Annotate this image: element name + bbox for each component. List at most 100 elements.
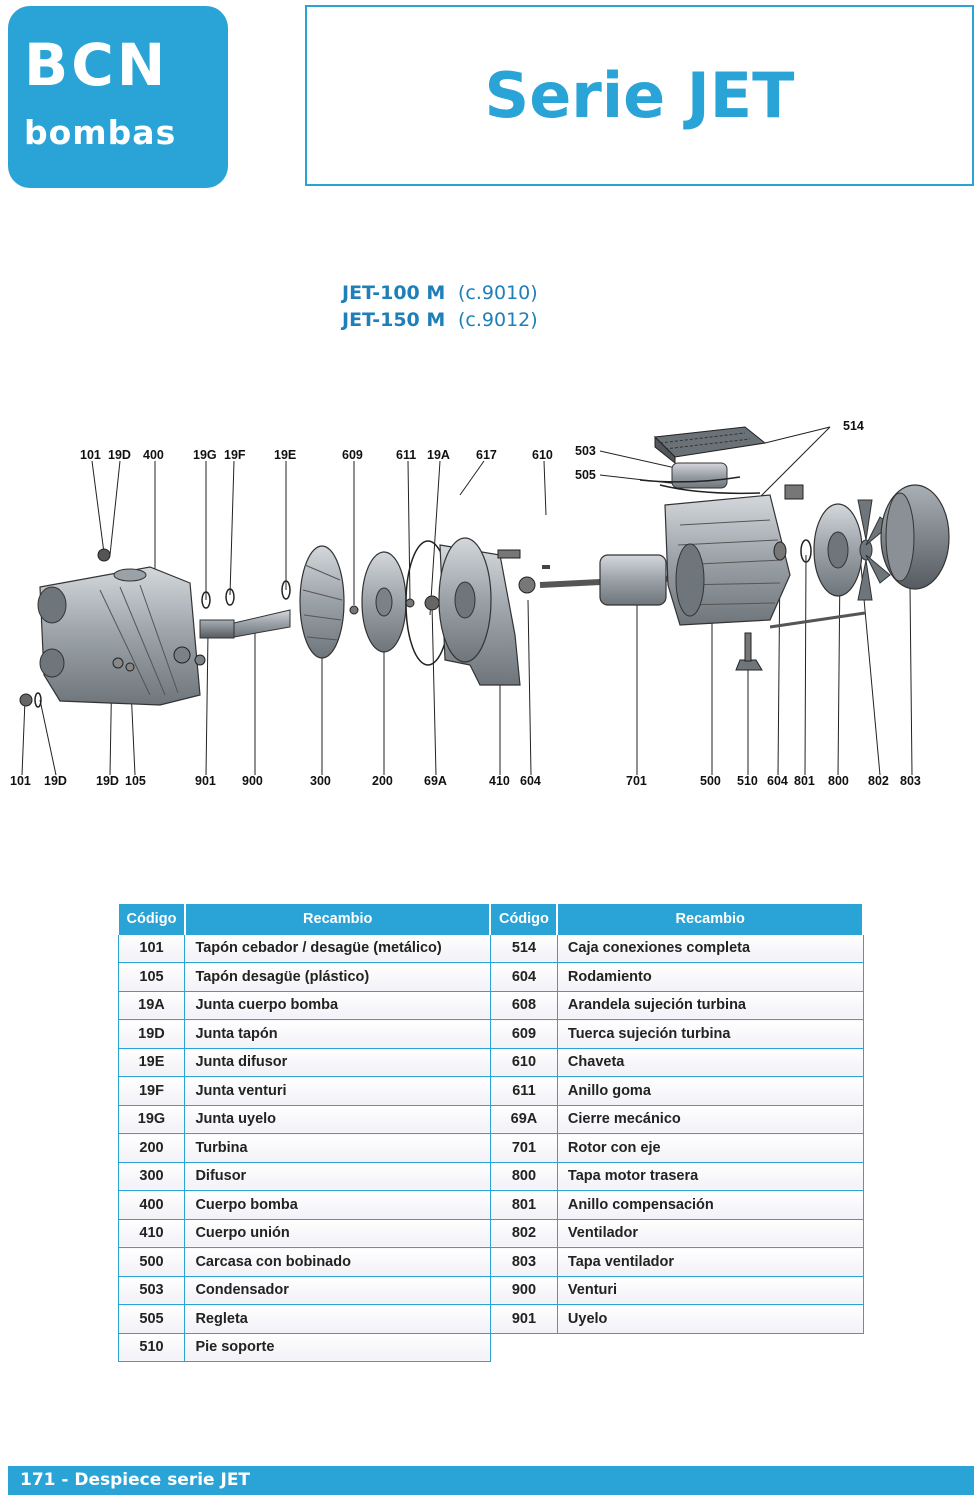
part-code: 300 <box>117 1161 186 1191</box>
part-label: 701 <box>626 774 647 788</box>
part-name: Pie soporte <box>184 1332 491 1362</box>
part-label: 514 <box>843 419 864 433</box>
part-code: 610 <box>489 1047 558 1077</box>
table-row: 19E Junta difusor 610 Chaveta <box>117 1047 864 1077</box>
part-code: 604 <box>489 962 558 992</box>
empty-cell <box>490 1333 557 1362</box>
fan-cover-803 <box>880 484 950 590</box>
part-name: Difusor <box>184 1161 491 1191</box>
part-label: 19E <box>274 448 296 462</box>
model-row: JET-150 M (c.9012) <box>342 307 538 334</box>
support-foot-510 <box>735 611 866 671</box>
part-name: Chaveta <box>556 1047 864 1077</box>
part-code: 609 <box>489 1019 558 1049</box>
part-name: Anillo goma <box>556 1076 864 1106</box>
part-label: 801 <box>794 774 815 788</box>
part-code: 803 <box>489 1247 558 1277</box>
table-row: 300 Difusor 800 Tapa motor trasera <box>117 1161 864 1191</box>
part-name: Turbina <box>184 1133 491 1163</box>
table-row: 19F Junta venturi 611 Anillo goma <box>117 1076 864 1106</box>
part-name: Junta difusor <box>184 1047 491 1077</box>
part-code: 19E <box>117 1047 186 1077</box>
key-610 <box>542 565 550 569</box>
part-label: 19D <box>96 774 119 788</box>
model-list: JET-100 M (c.9010) JET-150 M (c.9012) <box>342 280 538 334</box>
empty-cell <box>557 1333 863 1362</box>
part-name: Uyelo <box>556 1304 864 1334</box>
part-name: Regleta <box>184 1304 491 1334</box>
diffuser-300 <box>299 545 345 659</box>
pump-body-400 <box>37 548 206 706</box>
part-code: 200 <box>117 1133 186 1163</box>
part-code: 505 <box>117 1304 186 1334</box>
part-code: 101 <box>117 933 186 963</box>
part-label: 617 <box>476 448 497 462</box>
parts-table: Código Recambio Código Recambio 101 Tapó… <box>117 904 864 1362</box>
table-row: 410 Cuerpo unión 802 Ventilador <box>117 1218 864 1248</box>
motor-casing-500 <box>664 494 791 626</box>
venturi-900 <box>199 580 291 639</box>
column-header-part: Recambio <box>556 904 864 934</box>
footer-text: 171 - Despiece serie JET <box>20 1470 251 1490</box>
model-name: JET-100 M <box>342 282 446 304</box>
footer-bar: 171 - Despiece serie JET <box>8 1466 974 1495</box>
table-row: 503 Condensador 900 Venturi <box>117 1275 864 1305</box>
table-header-row: Código Recambio Código Recambio <box>117 904 864 934</box>
part-code: 500 <box>117 1247 186 1277</box>
part-name: Caja conexiones completa <box>556 933 864 963</box>
part-name: Carcasa con bobinado <box>184 1247 491 1277</box>
brand-logo: BCN bombas <box>8 6 228 188</box>
table-row: 105 Tapón desagüe (plástico) 604 Rodamie… <box>117 962 864 992</box>
seal-19d <box>34 692 42 708</box>
compensation-ring-801 <box>800 539 812 563</box>
part-label: 101 <box>80 448 101 462</box>
title-box: Serie JET <box>305 5 974 186</box>
nut-609 <box>349 605 359 615</box>
plug-101 <box>19 693 33 707</box>
part-code: 105 <box>117 962 186 992</box>
part-label: 19D <box>108 448 131 462</box>
part-name: Junta uyelo <box>184 1104 491 1134</box>
pump-union-410 <box>405 537 521 686</box>
part-code: 19F <box>117 1076 186 1106</box>
table-row: 19D Junta tapón 609 Tuerca sujeción turb… <box>117 1019 864 1049</box>
part-name: Cuerpo unión <box>184 1218 491 1248</box>
top-labels: 101 19D 400 19G 19F 19E 609 611 19A 617 … <box>80 419 864 482</box>
part-label: 300 <box>310 774 331 788</box>
table-row: 200 Turbina 701 Rotor con eje <box>117 1133 864 1163</box>
part-label: 900 <box>242 774 263 788</box>
part-name: Venturi <box>556 1275 864 1305</box>
part-name: Tapón desagüe (plástico) <box>184 962 491 992</box>
part-code: 410 <box>117 1218 186 1248</box>
part-label: 611 <box>396 448 416 462</box>
part-label: 19G <box>193 448 217 462</box>
bearing-604-rear <box>773 541 787 561</box>
model-row: JET-100 M (c.9010) <box>342 280 538 307</box>
part-name: Cierre mecánico <box>556 1104 864 1134</box>
table-row: 101 Tapón cebador / desagüe (metálico) 5… <box>117 933 864 963</box>
table-row: 400 Cuerpo bomba 801 Anillo compensación <box>117 1190 864 1220</box>
part-code: 69A <box>489 1104 558 1134</box>
part-code: 900 <box>489 1275 558 1305</box>
rear-cover-800 <box>813 503 863 597</box>
part-code: 19G <box>117 1104 186 1134</box>
part-name: Tapón cebador / desagüe (metálico) <box>184 933 491 963</box>
part-code: 514 <box>489 933 558 963</box>
part-code: 19D <box>117 1019 186 1049</box>
part-name: Junta tapón <box>184 1019 491 1049</box>
part-name: Junta venturi <box>184 1076 491 1106</box>
part-name: Cuerpo bomba <box>184 1190 491 1220</box>
page-title: Serie JET <box>484 59 795 132</box>
part-code: 503 <box>117 1275 186 1305</box>
part-label: 69A <box>424 774 447 788</box>
part-label: 510 <box>737 774 758 788</box>
exploded-diagram: 101 19D 400 19G 19F 19E 609 611 19A 617 … <box>10 419 950 788</box>
part-label: 505 <box>575 468 596 482</box>
part-name: Junta cuerpo bomba <box>184 990 491 1020</box>
part-label: 101 <box>10 774 31 788</box>
part-label: 19D <box>44 774 67 788</box>
column-header-part: Recambio <box>183 904 492 934</box>
model-name: JET-150 M <box>342 309 446 331</box>
logo-brand-sub: bombas <box>24 113 177 152</box>
part-name: Tapa motor trasera <box>556 1161 864 1191</box>
